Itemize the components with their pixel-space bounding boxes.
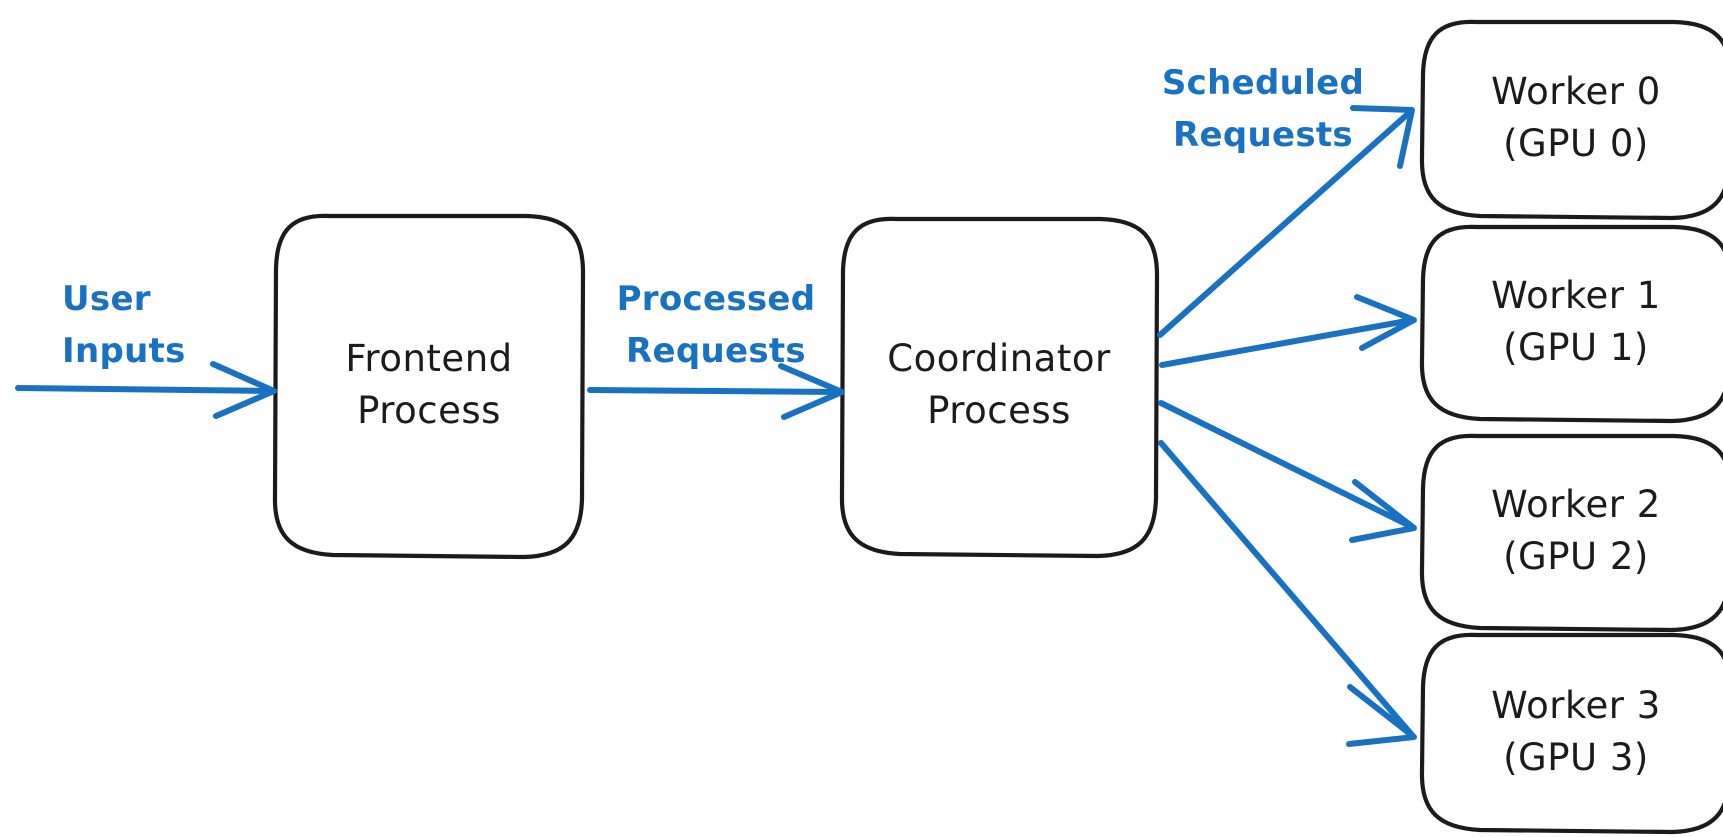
arrow-worker-0-shaft [1157, 109, 1413, 338]
node-worker-1[interactable]: Worker 1 (GPU 1) [1419, 224, 1723, 424]
arrow-user-inputs-head [210, 361, 277, 419]
worker-0-label-line1: Worker 0 [1491, 70, 1661, 113]
worker-0-label-line2: (GPU 0) [1503, 122, 1649, 165]
arrow-worker-1-shaft [1159, 317, 1415, 368]
arrow-processed-requests-head [778, 363, 845, 420]
node-worker-3[interactable]: Worker 3 (GPU 3) [1419, 632, 1723, 835]
arrow-coordinator-to-worker-1 [1159, 294, 1417, 368]
worker-2-box[interactable] [1419, 433, 1723, 633]
node-coordinator-process[interactable]: Coordinator Process [839, 216, 1160, 559]
worker-3-label-line2: (GPU 3) [1503, 736, 1649, 779]
node-worker-2[interactable]: Worker 2 (GPU 2) [1419, 433, 1723, 633]
worker-2-label-line2: (GPU 2) [1503, 535, 1649, 578]
worker-3-box[interactable] [1419, 632, 1723, 835]
coordinator-process-box[interactable] [839, 216, 1160, 559]
worker-3-label-line1: Worker 3 [1491, 684, 1661, 727]
coordinator-process-label-line2: Process [927, 389, 1071, 432]
scheduled-requests-label-line2: Requests [1173, 115, 1353, 155]
arrow-worker-0-head [1350, 105, 1415, 169]
arrow-coordinator-to-worker-2 [1158, 400, 1417, 543]
arrow-processed-requests-shaft [587, 387, 843, 395]
arrow-frontend-to-coordinator [587, 363, 845, 420]
worker-2-label-line1: Worker 2 [1491, 483, 1661, 526]
frontend-process-box[interactable] [272, 213, 586, 560]
arrow-worker-2-head [1349, 479, 1417, 543]
worker-0-box[interactable] [1419, 19, 1723, 221]
scheduled-requests-label-line1: Scheduled [1162, 63, 1364, 103]
worker-1-label-line2: (GPU 1) [1503, 326, 1649, 369]
node-worker-0[interactable]: Worker 0 (GPU 0) [1419, 19, 1723, 221]
arrow-user-inputs-to-frontend [15, 361, 277, 419]
arrow-worker-1-head [1354, 294, 1417, 351]
arrow-worker-3-head [1346, 684, 1417, 747]
node-frontend-process[interactable]: Frontend Process [272, 213, 586, 560]
processed-requests-label-line1: Processed [617, 279, 816, 319]
arrow-user-inputs-shaft [15, 385, 275, 394]
coordinator-process-label-line1: Coordinator [887, 337, 1111, 380]
arrow-worker-3-shaft [1158, 440, 1415, 738]
edge-label-scheduled-requests: Scheduled Requests [1162, 63, 1364, 155]
user-inputs-label-line1: User [62, 279, 151, 319]
edge-label-user-inputs: User Inputs [62, 279, 186, 371]
arrow-coordinator-to-worker-0 [1157, 105, 1415, 338]
frontend-process-label-line2: Process [357, 389, 501, 432]
arrow-coordinator-to-worker-3 [1158, 440, 1417, 747]
arrow-worker-2-shaft [1158, 400, 1415, 530]
edge-label-processed-requests: Processed Requests [617, 279, 816, 371]
frontend-process-label-line1: Frontend [345, 337, 512, 380]
worker-1-box[interactable] [1419, 224, 1723, 424]
worker-1-label-line1: Worker 1 [1491, 274, 1661, 317]
processed-requests-label-line2: Requests [626, 331, 806, 371]
user-inputs-label-line2: Inputs [62, 331, 186, 371]
